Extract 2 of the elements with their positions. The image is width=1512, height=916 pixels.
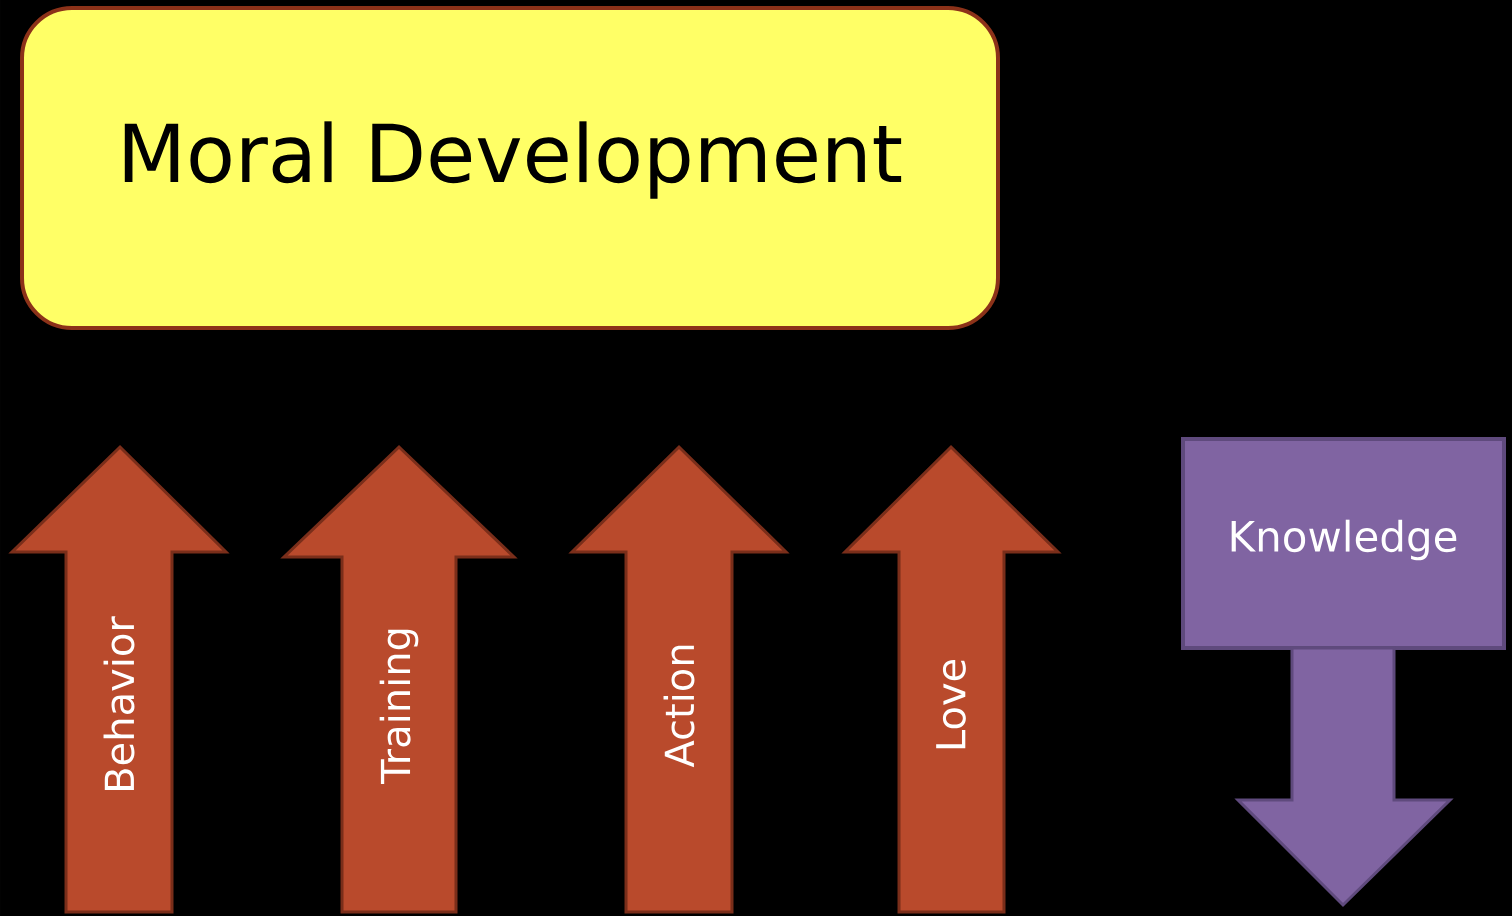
knowledge-box: Knowledge (1181, 437, 1506, 650)
title-box: Moral Development (20, 6, 1000, 330)
